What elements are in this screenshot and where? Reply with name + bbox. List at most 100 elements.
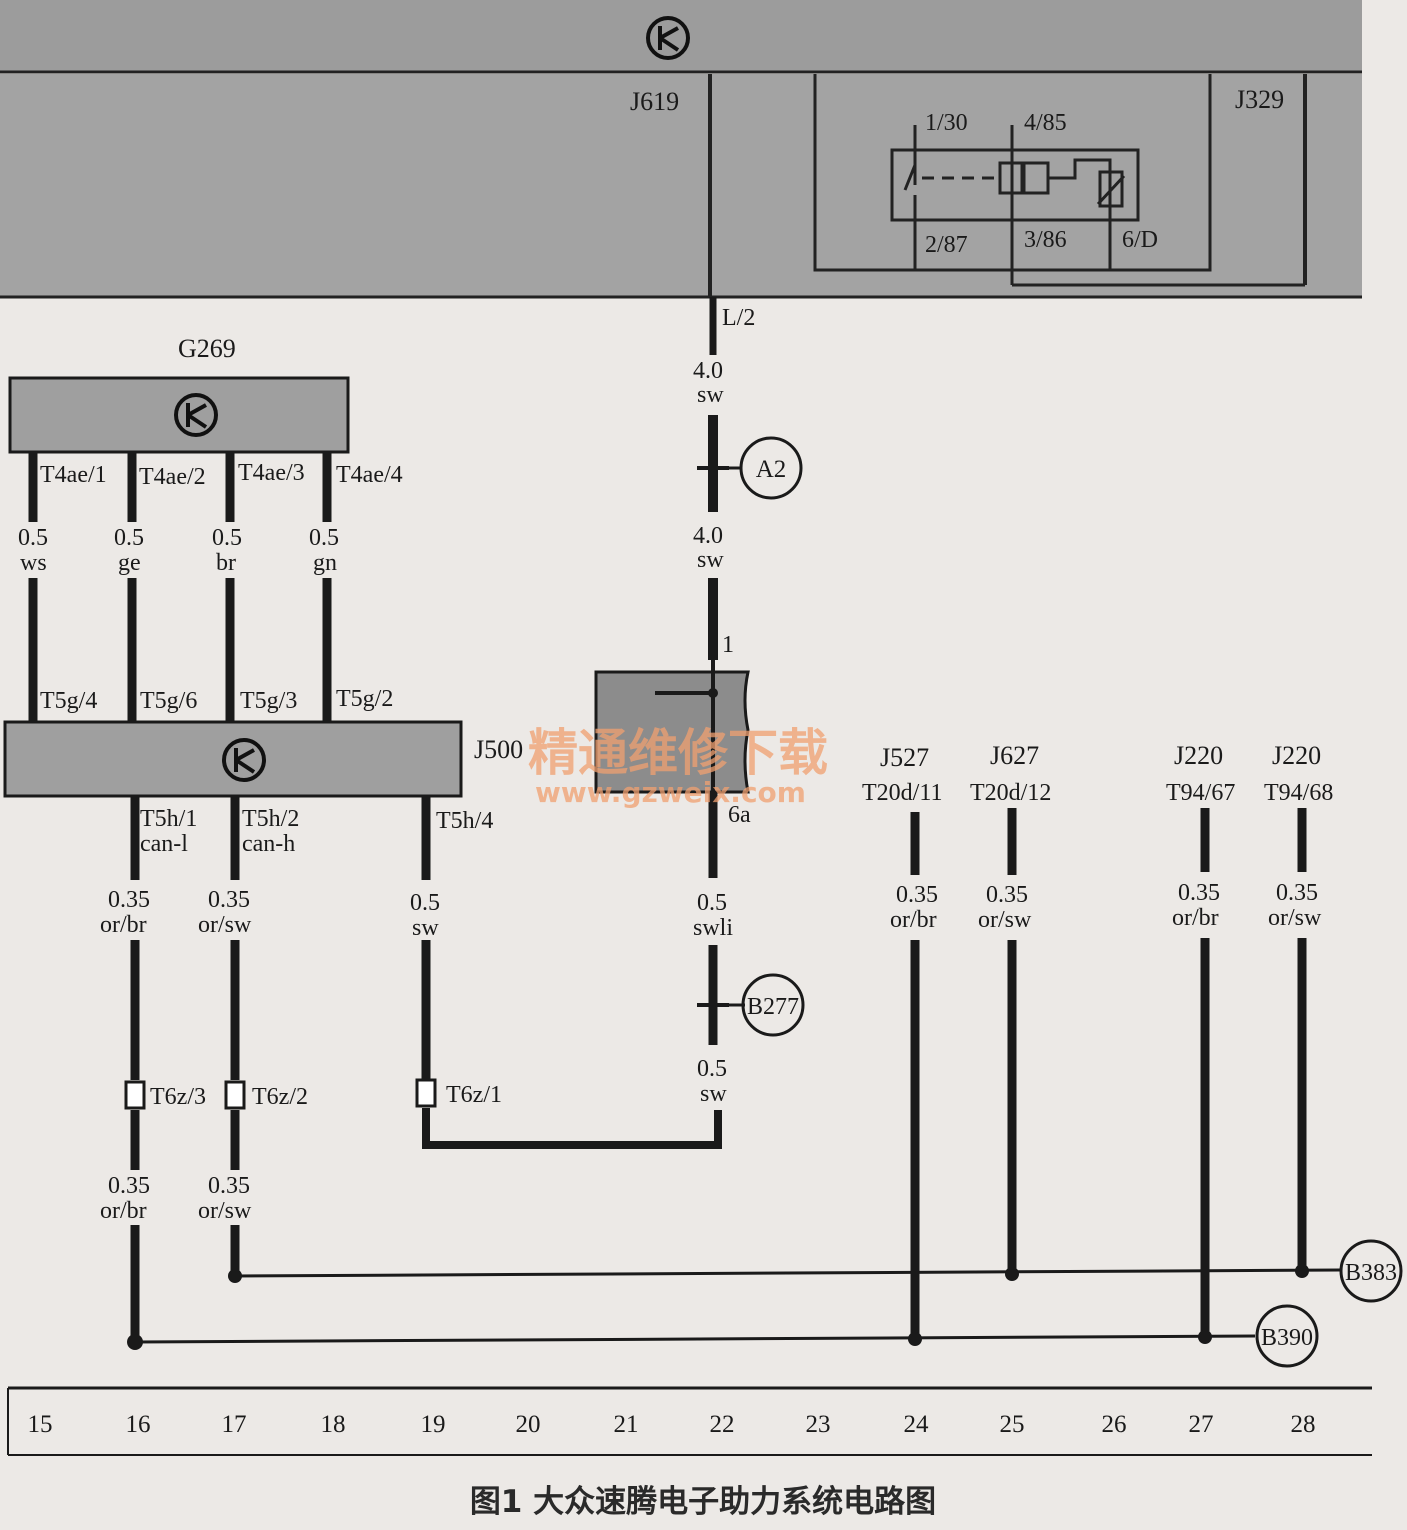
relay-pin-6-d: 6/D (1122, 227, 1158, 253)
top-unit-body (0, 74, 1362, 296)
wire-f1-size: 0.5 (697, 890, 727, 916)
bus-b383 (234, 1268, 1341, 1278)
label-j627: J627 (990, 741, 1039, 770)
wire-g2-size: 0.5 (114, 525, 144, 551)
pin-fuse-in: 1 (722, 632, 734, 658)
pin-t9468: T94/68 (1264, 780, 1333, 806)
wire-g2-color: ge (118, 550, 141, 576)
wire-f2-color: sw (700, 1081, 727, 1107)
wire-main1-size: 4.0 (693, 358, 723, 384)
relay-resistor-wire (1048, 158, 1112, 270)
grid-number: 25 (1000, 1411, 1025, 1438)
wire-c1-color: or/br (100, 912, 147, 938)
ground-icon (174, 393, 218, 437)
connector-a2 (739, 436, 803, 500)
wire-c3-size: 0.5 (410, 890, 440, 916)
grid-number: 16 (126, 1411, 151, 1438)
pin-t5g2: T5g/2 (336, 686, 393, 712)
bus-b390 (134, 1334, 1256, 1344)
sensor-wires (28, 452, 332, 722)
pin-can-l: can-l (140, 831, 188, 857)
grid-number: 24 (904, 1411, 930, 1438)
connector-t6z3-icon (124, 1080, 146, 1110)
right-wires (910, 808, 1307, 1340)
wire-g3-size: 0.5 (212, 525, 242, 551)
relay-pin-3-86: 3/86 (1024, 227, 1067, 253)
pin-l2: L/2 (722, 305, 755, 331)
wire-c3-color: sw (412, 915, 439, 941)
wire-g1-color: ws (20, 550, 47, 576)
pin-t6z3: T6z/3 (150, 1084, 206, 1110)
pin-t6z2: T6z/2 (252, 1084, 308, 1110)
ground-icon (646, 16, 690, 60)
pin-t9467: T94/67 (1166, 780, 1235, 806)
wire-r2-size: 0.35 (986, 882, 1028, 908)
wire-r1-color: or/br (890, 907, 937, 933)
relay-box (890, 148, 1140, 222)
relay-switch (903, 164, 917, 191)
grid-number: 21 (614, 1411, 639, 1438)
grid-number: 19 (421, 1411, 446, 1438)
relay-coil (998, 161, 1024, 195)
grid-number: 17 (222, 1411, 247, 1438)
wire-f2-size: 0.5 (697, 1056, 727, 1082)
connector-b277 (741, 973, 805, 1037)
wire-g4-size: 0.5 (309, 525, 339, 551)
wire-c2-size: 0.35 (208, 887, 250, 913)
grid-number: 20 (516, 1411, 541, 1438)
pin-t5h1: T5h/1 (140, 806, 197, 832)
pin-t5g6: T5g/6 (140, 688, 197, 714)
connector-t6z2-icon (224, 1080, 246, 1110)
wire-r4-size: 0.35 (1276, 880, 1318, 906)
wire-c4-color: or/br (100, 1198, 147, 1224)
pin-t4ae1: T4ae/1 (40, 462, 107, 488)
relay-pin-1-30: 1/30 (925, 110, 968, 136)
control-unit-j500 (3, 720, 463, 798)
label-j220-a: J220 (1174, 741, 1223, 770)
wire-c2-color: or/sw (198, 912, 252, 938)
sensor-g269 (8, 376, 350, 454)
grid-number: 18 (321, 1411, 346, 1438)
wire-main1-color: sw (697, 382, 724, 408)
wire-r3-color: or/br (1172, 905, 1219, 931)
pin-t5h4: T5h/4 (436, 808, 493, 834)
pin-t5h2: T5h/2 (242, 806, 299, 832)
label-j527: J527 (880, 743, 929, 772)
wire-f1-color: swli (693, 915, 733, 941)
relay-pin-2-87: 2/87 (925, 232, 968, 258)
can-wires (130, 796, 431, 1342)
fuse-box (594, 670, 750, 794)
pin-t6z1: T6z/1 (446, 1082, 502, 1108)
wire-to-t6z1 (422, 1108, 722, 1149)
wire-g3-color: br (216, 550, 236, 576)
wire-c5-color: or/sw (198, 1198, 252, 1224)
wire-r4-color: or/sw (1268, 905, 1322, 931)
wire-g4-color: gn (313, 550, 337, 576)
wire-r1-size: 0.35 (896, 882, 938, 908)
pin-t4ae4: T4ae/4 (336, 462, 403, 488)
ground-icon (222, 738, 266, 782)
pin-t4ae3: T4ae/3 (238, 460, 305, 486)
wire-c1-size: 0.35 (108, 887, 150, 913)
label-j500: J500 (474, 735, 523, 764)
figure-caption: 图1 大众速腾电子助力系统电路图 (470, 1484, 936, 1520)
wire-g1-size: 0.5 (18, 525, 48, 551)
pin-t20d11: T20d/11 (862, 780, 942, 806)
pin-t5g4: T5g/4 (40, 688, 97, 714)
pin-t20d12: T20d/12 (970, 780, 1051, 806)
relay-pin-4-85: 4/85 (1024, 110, 1067, 136)
connector-b390-label: B390 (1261, 1325, 1313, 1351)
connector-b390 (1255, 1304, 1319, 1368)
watermark-url: www.gzweix.com (535, 776, 806, 809)
wire-c4-size: 0.35 (108, 1173, 150, 1199)
grid-number: 28 (1291, 1411, 1316, 1438)
connector-b383-label: B383 (1345, 1260, 1397, 1286)
pin-can-h: can-h (242, 831, 295, 857)
label-j619: J619 (630, 87, 679, 116)
wire-c5-size: 0.35 (208, 1173, 250, 1199)
grid-number: 27 (1189, 1411, 1214, 1438)
wire-r3-size: 0.35 (1178, 880, 1220, 906)
grid-number: 23 (806, 1411, 831, 1438)
